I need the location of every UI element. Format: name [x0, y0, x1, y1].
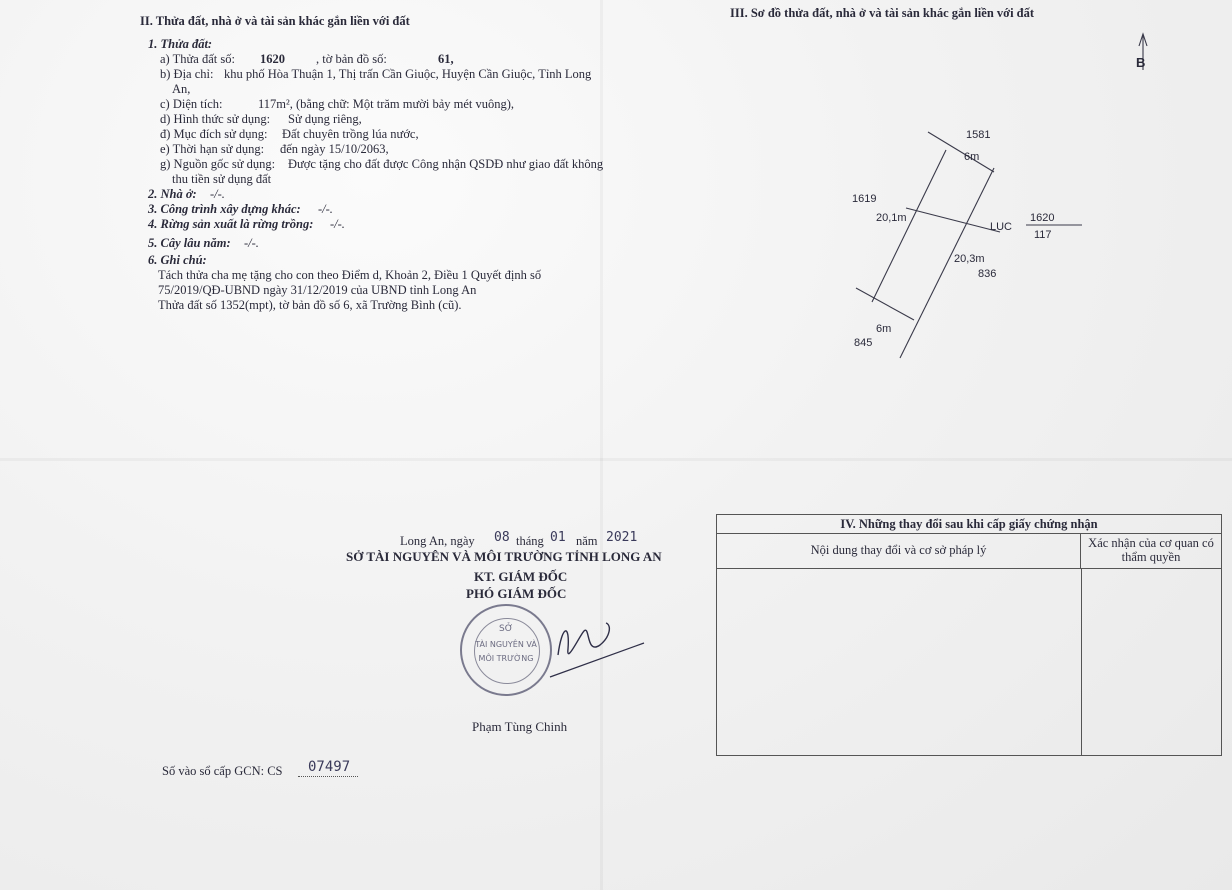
- boundary-right: [899, 167, 995, 359]
- area-value: 117m², (bằng chữ: Một trăm mười bảy mét …: [258, 97, 515, 111]
- signer-name: Phạm Tùng Chinh: [472, 719, 568, 734]
- land-heading: 1. Thửa đất:: [148, 37, 213, 51]
- registry-number: 07497: [308, 759, 351, 775]
- origin-label: g) Nguồn gốc sử dụng:: [160, 157, 276, 171]
- trees-label: 5. Cây lâu năm:: [148, 236, 231, 250]
- official-seal: SỞ TÀI NGUYÊN VÀ MÔI TRƯỜNG: [460, 604, 552, 696]
- area-label: c) Diện tích:: [160, 97, 223, 111]
- signer-title: PHÓ GIÁM ĐỐC: [466, 586, 567, 601]
- section2-heading: II. Thửa đất, nhà ở và tài sản khác gắn …: [140, 14, 410, 28]
- on-behalf-title: KT. GIÁM ĐỐC: [474, 569, 568, 584]
- notes-label: 6. Ghi chú:: [148, 253, 207, 267]
- notes-line: Thửa đất số 1352(mpt), tờ bản đồ số 6, x…: [158, 298, 462, 312]
- trees-value: -/-.: [244, 236, 259, 250]
- usage-form-value: Sử dụng riêng,: [288, 112, 362, 126]
- right-length-label: 20,3m: [954, 253, 985, 265]
- usage-form-label: d) Hình thức sử dụng:: [160, 112, 271, 126]
- registry-line: [298, 776, 358, 777]
- purpose-label: đ) Mục đích sử dụng:: [160, 127, 268, 141]
- construction-value: -/-.: [318, 202, 333, 216]
- left-length-label: 20,1m: [876, 212, 907, 224]
- origin-value-cont: thu tiền sử dụng đất: [172, 172, 272, 186]
- land-type-label: LUC: [990, 221, 1013, 233]
- map-label: , tờ bản đồ số:: [316, 52, 387, 66]
- address-value-cont: An,: [172, 82, 191, 96]
- sketch-parcel-area: 117: [1034, 229, 1052, 241]
- boundary-bottom-extended: [855, 287, 915, 321]
- year-label: năm: [576, 534, 598, 548]
- boundary-neighbour: [905, 207, 1001, 233]
- purpose-value: Đất chuyên trồng lúa nước,: [282, 127, 419, 141]
- neighbour-1619: 1619: [852, 193, 877, 205]
- boundary-left: [871, 149, 947, 303]
- forest-value: -/-.: [330, 217, 345, 231]
- forest-label: 4. Rừng sản xuất là rừng trồng:: [148, 217, 314, 231]
- issue-year: 2021: [606, 530, 638, 545]
- boundary-top-extended: [927, 131, 995, 173]
- term-value: đến ngày 15/10/2063,: [280, 142, 389, 156]
- house-label: 2. Nhà ở:: [148, 187, 197, 201]
- neighbour-845: 845: [854, 337, 873, 349]
- table-column-divider: [1081, 569, 1082, 755]
- north-label: B: [1136, 55, 1146, 70]
- top-width-label: 6m: [964, 151, 980, 163]
- term-label: e) Thời hạn sử dụng:: [160, 142, 265, 156]
- handwritten-signature: [549, 622, 645, 678]
- north-arrowhead: [1138, 32, 1148, 47]
- section3-heading: III. Sơ đồ thửa đất, nhà ở và tài sản kh…: [730, 6, 1035, 20]
- neighbour-836: 836: [978, 268, 997, 280]
- registry-label: Số vào sổ cấp GCN: CS: [162, 764, 283, 778]
- parcel-label: a) Thửa đất số:: [160, 52, 235, 66]
- issue-month: 01: [550, 530, 566, 545]
- changes-column-header: Nội dung thay đổi và cơ sở pháp lý: [717, 533, 1081, 569]
- issue-day: 08: [494, 530, 510, 545]
- parcel-number: 1620: [260, 52, 285, 66]
- confirmation-column-header: Xác nhận của cơ quan có thẩm quyền: [1081, 533, 1221, 569]
- section4-heading: IV. Những thay đổi sau khi cấp giấy chứn…: [717, 515, 1221, 534]
- house-value: -/-.: [210, 187, 225, 201]
- issuing-org: SỞ TÀI NGUYÊN VÀ MÔI TRƯỜNG TỈNH LONG AN: [346, 549, 662, 564]
- notes-line: 75/2019/QĐ-UBND ngày 31/12/2019 của UBND…: [158, 283, 477, 297]
- construction-label: 3. Công trình xây dựng khác:: [148, 202, 301, 216]
- origin-value: Được tặng cho đất được Công nhận QSDĐ nh…: [288, 157, 604, 171]
- month-label: tháng: [516, 534, 544, 548]
- notes-line: Tách thửa cha mẹ tặng cho con theo Điểm …: [158, 268, 542, 282]
- address-label: b) Địa chỉ:: [160, 67, 214, 81]
- neighbour-1581: 1581: [966, 129, 991, 141]
- map-number: 61,: [438, 52, 454, 66]
- bottom-width-label: 6m: [876, 323, 892, 335]
- sketch-parcel-number: 1620: [1030, 212, 1055, 224]
- address-value: khu phố Hòa Thuận 1, Thị trấn Cần Giuộc,…: [224, 67, 592, 81]
- place-date-label: Long An, ngày: [400, 534, 475, 548]
- changes-table: IV. Những thay đổi sau khi cấp giấy chứn…: [716, 514, 1222, 756]
